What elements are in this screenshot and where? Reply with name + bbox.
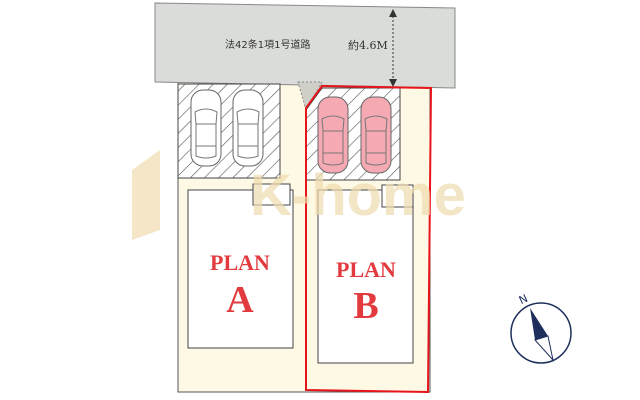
car-icon (190, 89, 222, 167)
dimension-arrow (389, 9, 397, 87)
car-icon (360, 96, 392, 174)
plan-b[interactable]: PLAN B (317, 184, 414, 364)
plan-b-highlight (305, 84, 433, 394)
watermark-text: K-home (250, 163, 466, 228)
compass-icon: N (510, 292, 572, 364)
plan-b-letter: B (353, 285, 378, 327)
road-width-label: 約4.6M (348, 38, 388, 52)
plan-a[interactable]: PLAN A (187, 183, 294, 349)
car-icon (232, 89, 264, 167)
plan-a-letter: A (226, 279, 254, 321)
watermark: K-home (132, 150, 466, 240)
road-label: 法42条1項1号道路 (225, 38, 310, 51)
compass-north-label: N (517, 292, 530, 307)
plan-b-label: PLAN (336, 257, 396, 282)
road (154, 2, 456, 89)
plan-a-label: PLAN (210, 250, 270, 275)
car-icon (317, 96, 349, 174)
